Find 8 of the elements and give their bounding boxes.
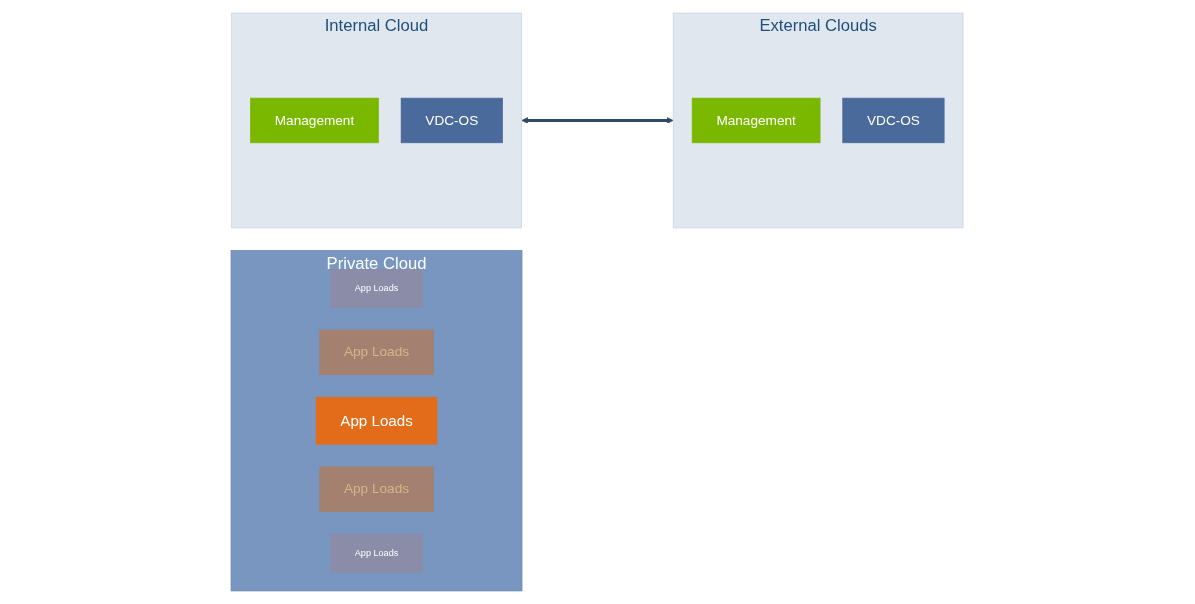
node-box: Management bbox=[250, 97, 380, 144]
node-box: VDC-OS bbox=[401, 97, 504, 144]
node-box: VDC-OS bbox=[842, 97, 945, 144]
node-box: App Loads bbox=[330, 269, 424, 308]
node-box: Management bbox=[692, 97, 821, 144]
arrow bbox=[521, 117, 675, 124]
node-box: App Loads bbox=[316, 396, 438, 445]
node-box: App Loads bbox=[330, 533, 424, 573]
